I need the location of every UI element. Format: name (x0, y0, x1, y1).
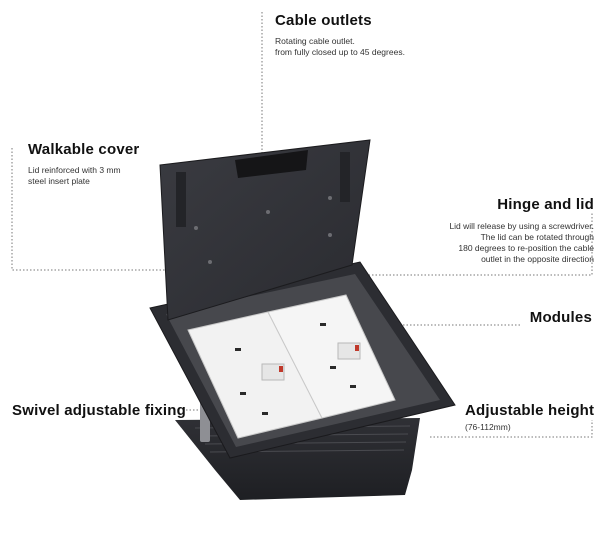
callout-modules: Modules (530, 309, 592, 326)
lid-ribs (176, 152, 350, 227)
callout-title: Cable outlets (275, 12, 372, 29)
callout-line: outlet in the opposite direction (481, 254, 594, 264)
leader-walkable-cover (11, 148, 165, 271)
callout-line: (76-112mm) (465, 422, 511, 432)
leader-hinge-and-lid (358, 212, 593, 276)
callout-line: Lid reinforced with 3 mm (28, 165, 121, 175)
cable-outlet-flap (235, 150, 308, 178)
callout-adjustable-height: Adjustable height (76-112mm) (465, 402, 594, 433)
callout-line: Rotating cable outlet. (275, 36, 355, 46)
lid (159, 139, 371, 321)
callout-line: The lid can be rotated through (480, 232, 594, 242)
callout-hinge-and-lid: Hinge and lid Lid will release by using … (449, 196, 594, 265)
module-right (267, 294, 396, 419)
socket-switches (261, 342, 361, 381)
callout-cable-outlets: Cable outlets Rotating cable outlet. fro… (275, 12, 405, 58)
callout-title: Adjustable height (465, 402, 595, 419)
callout-title: Swivel adjustable fixing (12, 402, 187, 419)
callout-line: Lid will release by using a screwdriver. (449, 221, 594, 231)
callout-line: from fully closed up to 45 degrees. (275, 47, 405, 57)
callout-title: Modules (529, 309, 592, 326)
callout-swivel-fixing: Swivel adjustable fixing (12, 402, 186, 419)
callout-line: steel insert plate (28, 176, 90, 186)
callout-walkable-cover: Walkable cover Lid reinforced with 3 mm … (28, 141, 139, 187)
callout-title: Hinge and lid (497, 196, 594, 213)
leader-adjustable-height (430, 420, 593, 438)
callout-line: 180 degrees to re-position the cable (458, 243, 594, 253)
callout-title: Walkable cover (28, 141, 140, 158)
